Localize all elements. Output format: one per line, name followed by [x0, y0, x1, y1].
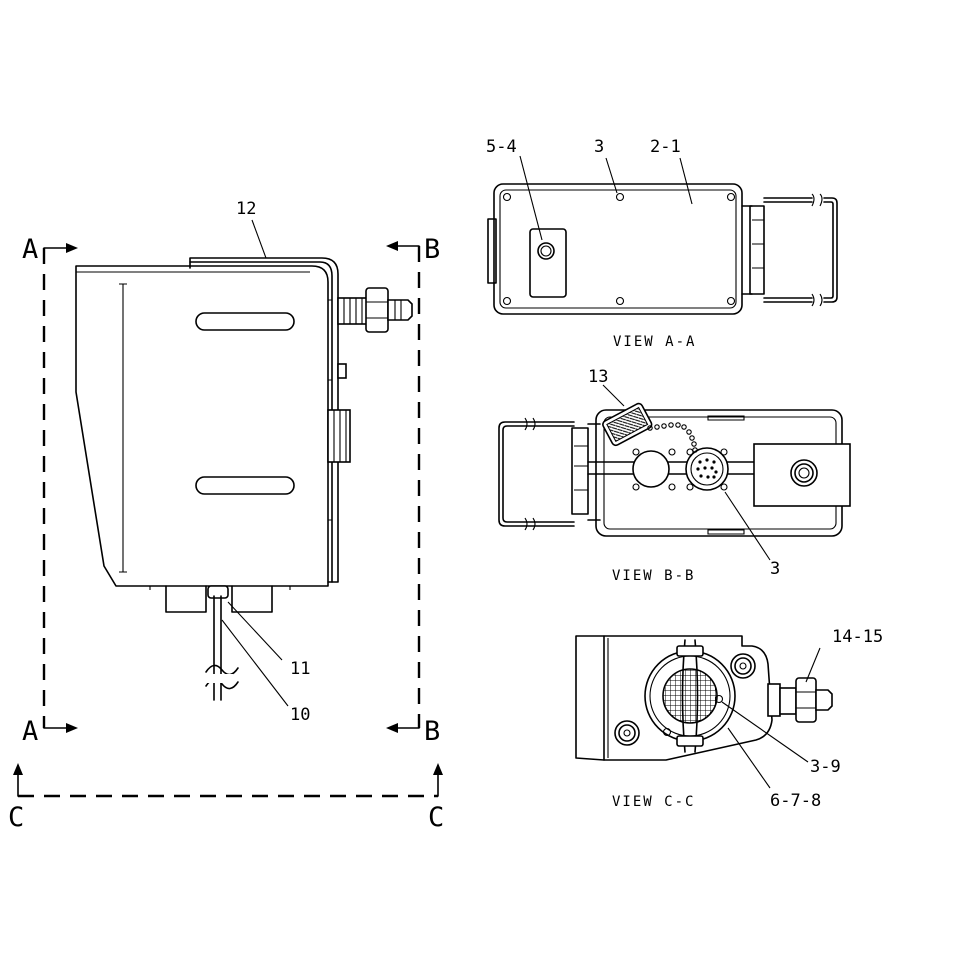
- view-aa-drawing: [487, 183, 838, 315]
- callout-12: 12: [236, 199, 256, 219]
- main-side-view: [75, 257, 413, 701]
- section-label-a-bottom: A: [22, 716, 38, 747]
- callout-13: 13: [588, 367, 608, 387]
- callout-10: 10: [290, 705, 310, 725]
- view-cc-drawing: [575, 635, 833, 761]
- section-line-b: [386, 241, 421, 733]
- callout-2-1: 2-1: [650, 137, 681, 157]
- view-label-bb: VIEW B-B: [612, 568, 695, 584]
- callout-5-4: 5-4: [486, 137, 517, 157]
- section-line-c: [13, 763, 443, 798]
- view-label-aa: VIEW A-A: [613, 334, 696, 350]
- callout-3-top: 3: [594, 137, 604, 157]
- section-label-c-right: C: [428, 802, 444, 833]
- view-bb-drawing: [498, 402, 851, 537]
- callout-6-7-8: 6-7-8: [770, 791, 821, 811]
- section-line-a: [42, 243, 78, 733]
- callout-14-15: 14-15: [832, 627, 883, 647]
- section-label-c-left: C: [8, 802, 24, 833]
- view-label-cc: VIEW C-C: [612, 794, 695, 810]
- section-label-b-top: B: [424, 234, 440, 265]
- section-label-b-bottom: B: [424, 716, 440, 747]
- callout-11: 11: [290, 659, 310, 679]
- section-label-a-top: A: [22, 234, 38, 265]
- callout-3-9: 3-9: [810, 757, 841, 777]
- callout-3-bb: 3: [770, 559, 780, 579]
